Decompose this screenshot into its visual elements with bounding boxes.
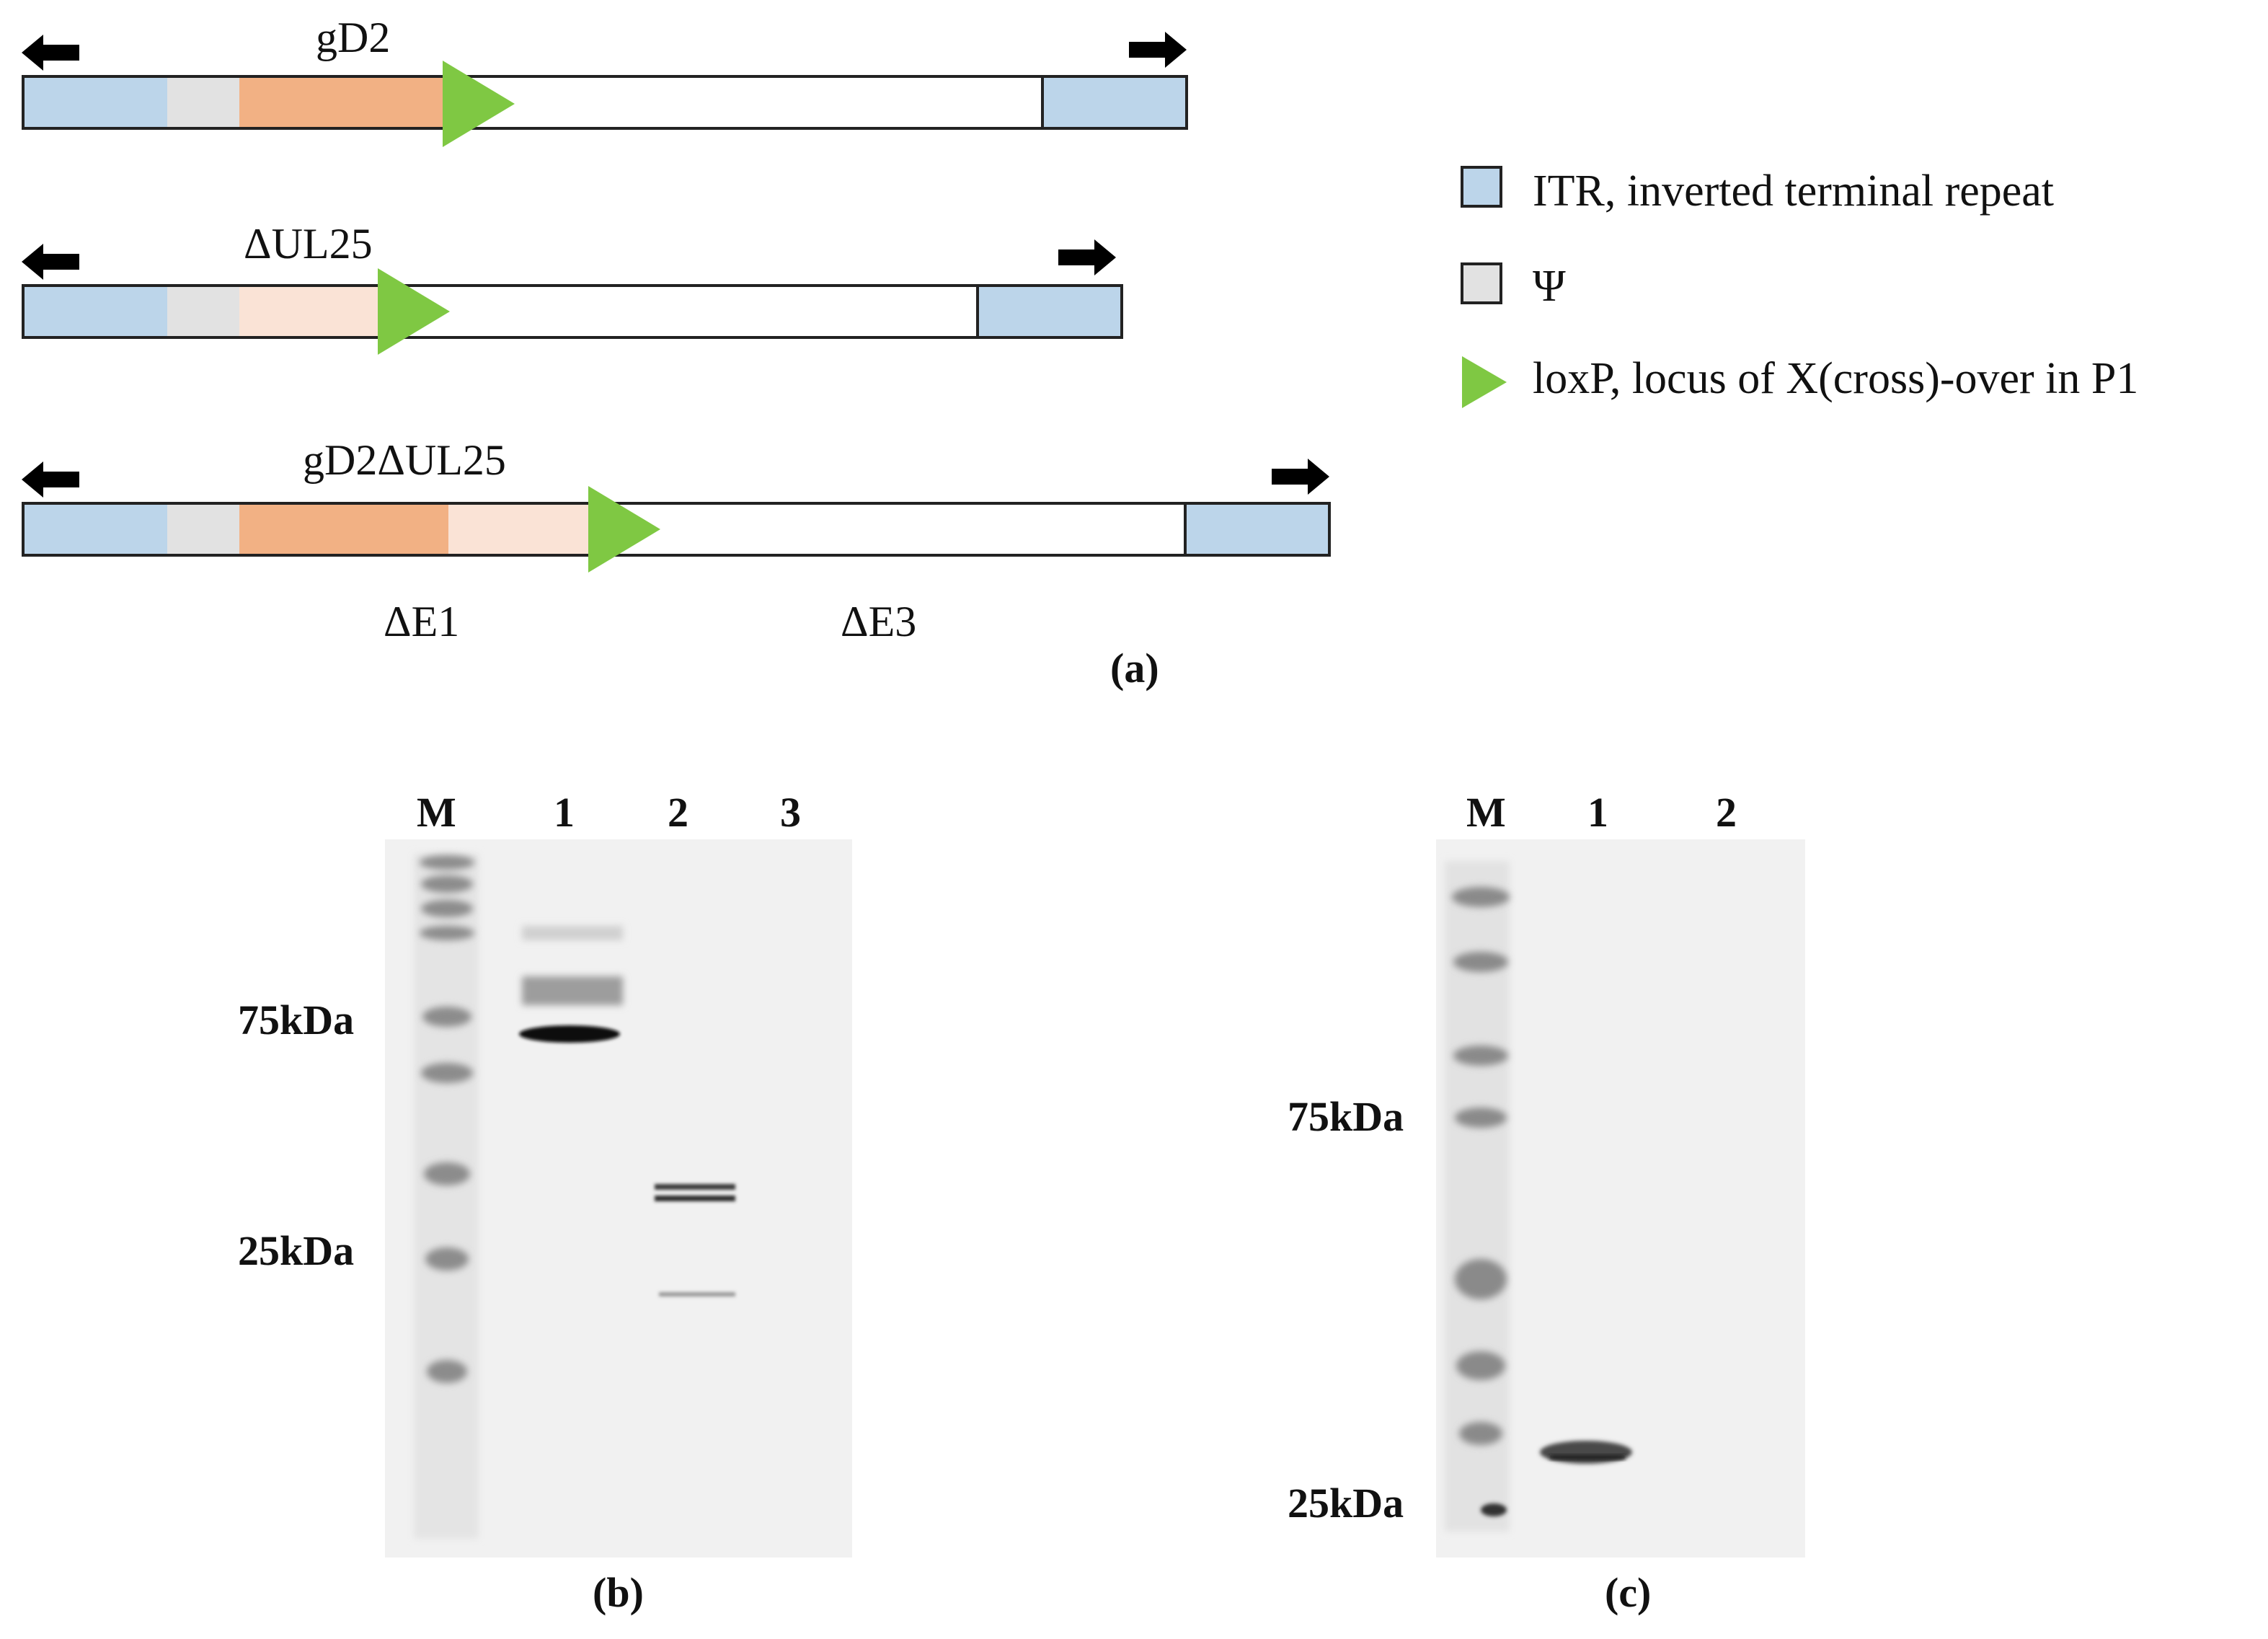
left-arrow-icon xyxy=(22,244,79,280)
genome-bar xyxy=(22,502,1331,557)
right-arrow-icon xyxy=(1058,239,1116,275)
lane-label-3: 3 xyxy=(780,789,801,836)
lane-label-m: M xyxy=(417,789,456,836)
lane-label-2: 2 xyxy=(1716,789,1737,836)
legend-item-loxp: loxP, locus of X(cross)-over in P1 xyxy=(1533,354,2139,403)
loxp-triangle-icon xyxy=(443,61,515,147)
western-blot-b xyxy=(385,839,852,1558)
legend-item-itr: ITR, inverted terminal repeat xyxy=(1533,167,2055,216)
construct-label: ΔUL25 xyxy=(244,220,373,268)
left-arrow-icon xyxy=(22,461,79,498)
psi-segment xyxy=(167,287,242,336)
lane-label-1: 1 xyxy=(554,789,575,836)
genome-bar xyxy=(22,75,1188,130)
marker-label-25: 25kDa xyxy=(1288,1480,1404,1527)
marker-label-75: 75kDa xyxy=(1288,1093,1404,1140)
lane-label-2: 2 xyxy=(668,789,688,836)
western-blot-c xyxy=(1436,839,1805,1558)
legend-loxp-triangle-icon xyxy=(1462,356,1507,408)
panel-label-c: (c) xyxy=(1605,1569,1652,1616)
panel-a: gD2 ΔUL25 gD2ΔUL25 xyxy=(0,0,2268,692)
ul25-segment xyxy=(448,505,593,554)
genome-bar xyxy=(22,284,1123,339)
itr-right xyxy=(1184,505,1328,554)
itr-left xyxy=(25,287,170,336)
psi-segment xyxy=(167,505,242,554)
itr-left xyxy=(25,505,170,554)
construct-label: gD2 xyxy=(316,14,391,61)
construct-label: gD2ΔUL25 xyxy=(303,436,506,484)
marker-label-75: 75kDa xyxy=(238,997,355,1043)
gd2-segment xyxy=(239,505,451,554)
region-label-e1: ΔE1 xyxy=(384,598,460,645)
panel-label-a: (a) xyxy=(1110,645,1159,692)
psi-segment xyxy=(167,78,242,127)
legend-swatch-itr xyxy=(1461,166,1502,208)
itr-right xyxy=(1041,78,1185,127)
panel-label-b: (b) xyxy=(593,1569,644,1616)
gd2-segment xyxy=(239,78,448,127)
legend-item-psi: Ψ xyxy=(1533,262,1566,311)
itr-right xyxy=(976,287,1120,336)
lane-label-1: 1 xyxy=(1587,789,1608,836)
marker-label-25: 25kDa xyxy=(238,1227,355,1274)
legend-swatch-psi xyxy=(1461,262,1502,304)
region-label-e3: ΔE3 xyxy=(841,598,917,645)
ul25-segment xyxy=(239,287,384,336)
left-arrow-icon xyxy=(22,35,79,71)
right-arrow-icon xyxy=(1272,459,1329,495)
loxp-triangle-icon xyxy=(378,268,450,355)
lane-label-m: M xyxy=(1466,789,1506,836)
itr-left xyxy=(25,78,170,127)
right-arrow-icon xyxy=(1129,32,1187,68)
loxp-triangle-icon xyxy=(588,486,660,573)
